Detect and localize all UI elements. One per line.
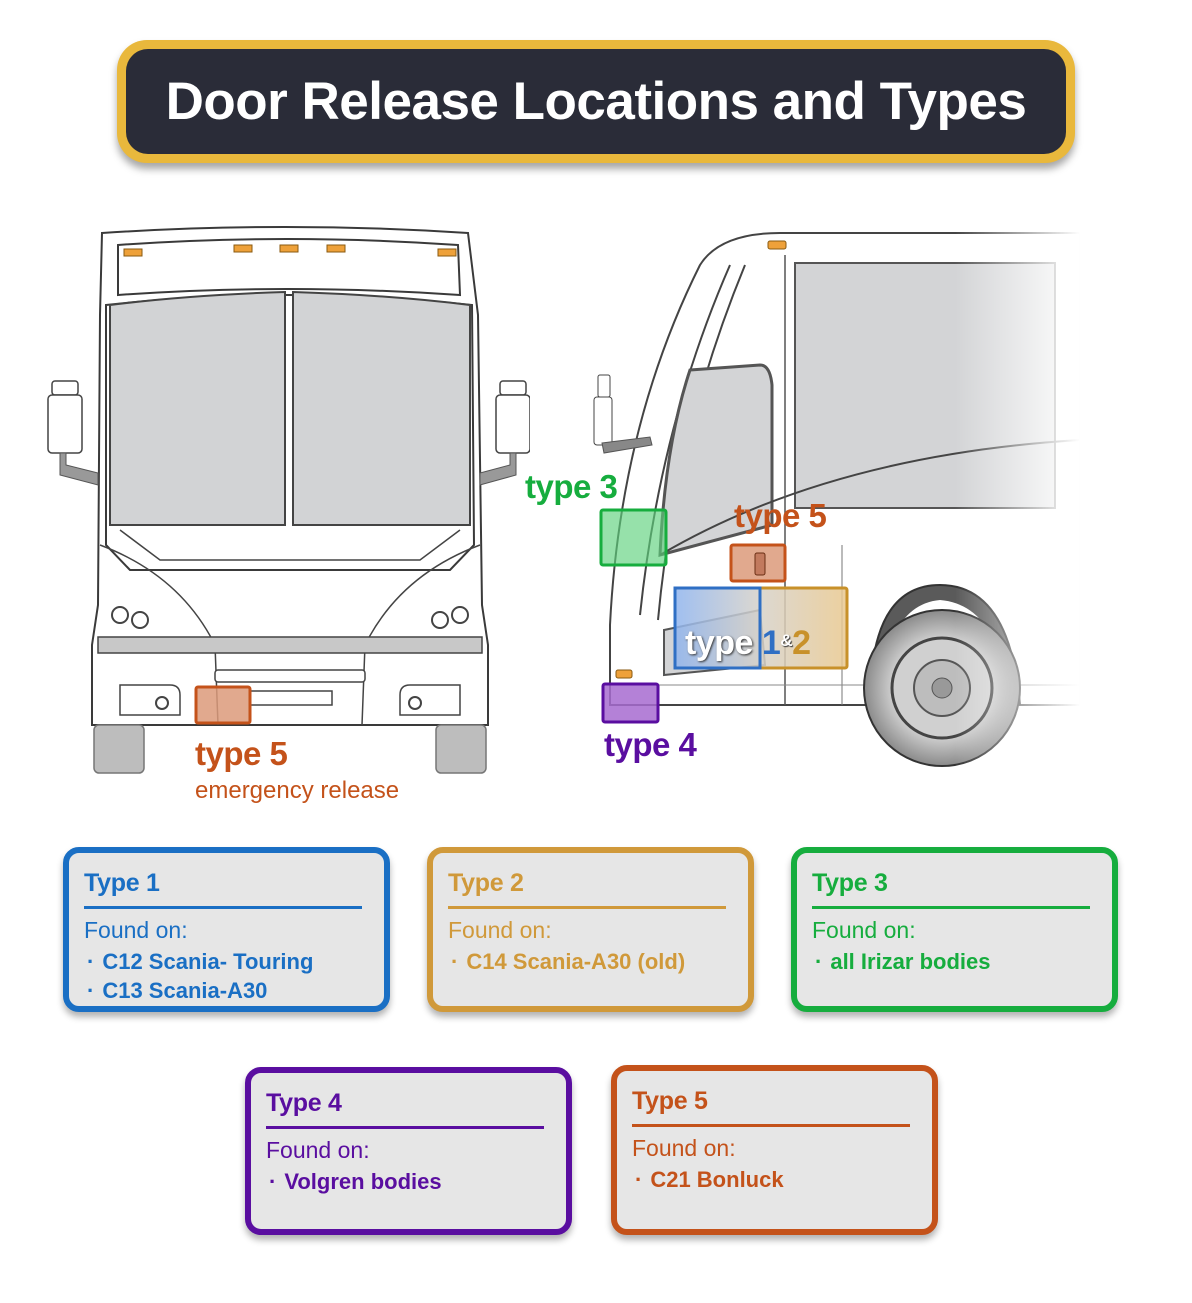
card-divider: [448, 906, 726, 909]
marker-light: [437, 248, 457, 257]
type1-card: Type 1 Found on: C12 Scania- Touring C13…: [63, 847, 390, 1012]
marker-light: [123, 248, 143, 257]
page-title: Door Release Locations and Types: [165, 72, 1027, 131]
card-item-list: Volgren bodies: [269, 1167, 441, 1196]
tire-left: [93, 724, 145, 774]
bus-side-view: [580, 225, 1080, 780]
card-item: C14 Scania-A30 (old): [451, 947, 685, 976]
type12-amp: &: [780, 631, 793, 650]
card-item-list: C12 Scania- Touring C13 Scania-A30: [87, 947, 313, 1005]
card-title: Type 5: [632, 1087, 708, 1115]
card-item: C21 Bonluck: [635, 1165, 783, 1194]
marker-light: [233, 244, 253, 253]
card-item-list: all Irizar bodies: [815, 947, 990, 976]
type2-card: Type 2 Found on: C14 Scania-A30 (old): [427, 847, 754, 1012]
type3-card: Type 3 Found on: all Irizar bodies: [791, 847, 1118, 1012]
card-item: C13 Scania-A30: [87, 976, 313, 1005]
card-title: Type 2: [448, 869, 524, 897]
type4-highlight: [601, 682, 660, 724]
card-title: Type 4: [266, 1089, 342, 1117]
card-item: C12 Scania- Touring: [87, 947, 313, 976]
type5-card: Type 5 Found on: C21 Bonluck: [611, 1065, 938, 1235]
card-item: all Irizar bodies: [815, 947, 990, 976]
card-found-label: Found on:: [84, 917, 188, 943]
card-title: Type 1: [84, 869, 160, 897]
type4-card: Type 4 Found on: Volgren bodies: [245, 1067, 572, 1235]
card-item-list: C21 Bonluck: [635, 1165, 783, 1194]
marker-light: [326, 244, 346, 253]
card-divider: [632, 1124, 910, 1127]
marker-light: [279, 244, 299, 253]
type12-two: 2: [792, 624, 811, 662]
card-divider: [266, 1126, 544, 1129]
side-type5-label: type 5: [734, 497, 827, 534]
title-banner: Door Release Locations and Types: [117, 40, 1075, 163]
card-found-label: Found on:: [812, 917, 916, 943]
front-type5-label: type 5: [195, 735, 288, 772]
type3-highlight: [599, 508, 668, 567]
title-banner-inner: Door Release Locations and Types: [126, 49, 1066, 154]
side-type12-label: type 1&2: [685, 624, 811, 663]
type5-front-highlight: [194, 685, 252, 725]
type12-one: 1: [761, 624, 781, 662]
front-type5-note: emergency release: [195, 777, 400, 804]
card-found-label: Found on:: [448, 917, 552, 943]
card-found-label: Found on:: [266, 1137, 370, 1163]
type12-word: type: [685, 624, 753, 662]
side-type3-label: type 3: [525, 468, 618, 505]
card-divider: [812, 906, 1090, 909]
card-title: Type 3: [812, 869, 888, 897]
card-item-list: C14 Scania-A30 (old): [451, 947, 685, 976]
tire-right: [435, 724, 487, 774]
card-found-label: Found on:: [632, 1135, 736, 1161]
windshield-left: [109, 290, 286, 526]
windshield-right: [292, 290, 471, 526]
card-divider: [84, 906, 362, 909]
bus-front-view: [47, 226, 530, 774]
card-item: Volgren bodies: [269, 1167, 441, 1196]
side-type4-label: type 4: [604, 726, 697, 763]
